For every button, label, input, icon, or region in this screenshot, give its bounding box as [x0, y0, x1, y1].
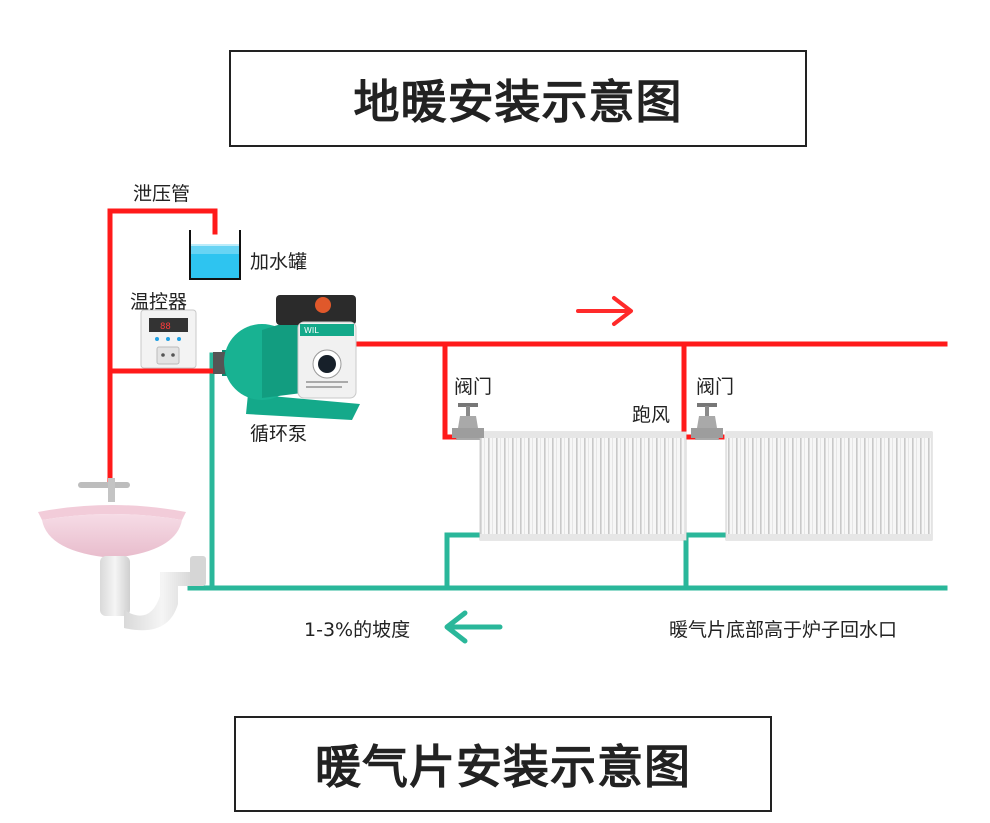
- valve-icon: [452, 403, 484, 440]
- radiator-2: [725, 431, 933, 541]
- valve-icon: [691, 403, 723, 440]
- relief-pipe-label: 泄压管: [133, 183, 191, 205]
- svg-text:88: 88: [160, 322, 171, 332]
- supply-pipes: [107, 208, 948, 487]
- circulation-pump: WIL: [213, 295, 360, 420]
- top-title: 地暖安装示意图: [353, 74, 683, 129]
- valve-label-1: 阀门: [454, 376, 493, 398]
- radiator-1: [479, 431, 687, 541]
- air-vent-label: 跑风: [632, 404, 671, 426]
- water-tank: [189, 230, 241, 280]
- thermostat-label: 温控器: [130, 291, 188, 313]
- sink: [38, 478, 206, 631]
- bottom-title-box: 暖气片安装示意图: [234, 716, 772, 812]
- slope-label: 1-3%的坡度: [304, 619, 411, 641]
- valve-label-2: 阀门: [696, 376, 735, 398]
- arrow-left-icon: [444, 610, 503, 644]
- svg-text:WIL: WIL: [304, 326, 319, 335]
- arrow-right-icon: [576, 296, 633, 326]
- bottom-title: 暖气片安装示意图: [315, 740, 691, 794]
- circulation-pump-label: 循环泵: [250, 423, 308, 445]
- top-title-box: 地暖安装示意图: [229, 50, 807, 147]
- water-tank-label: 加水罐: [250, 251, 308, 273]
- radiator-note-label: 暖气片底部高于炉子回水口: [669, 619, 898, 641]
- thermostat-device: 88: [140, 309, 197, 369]
